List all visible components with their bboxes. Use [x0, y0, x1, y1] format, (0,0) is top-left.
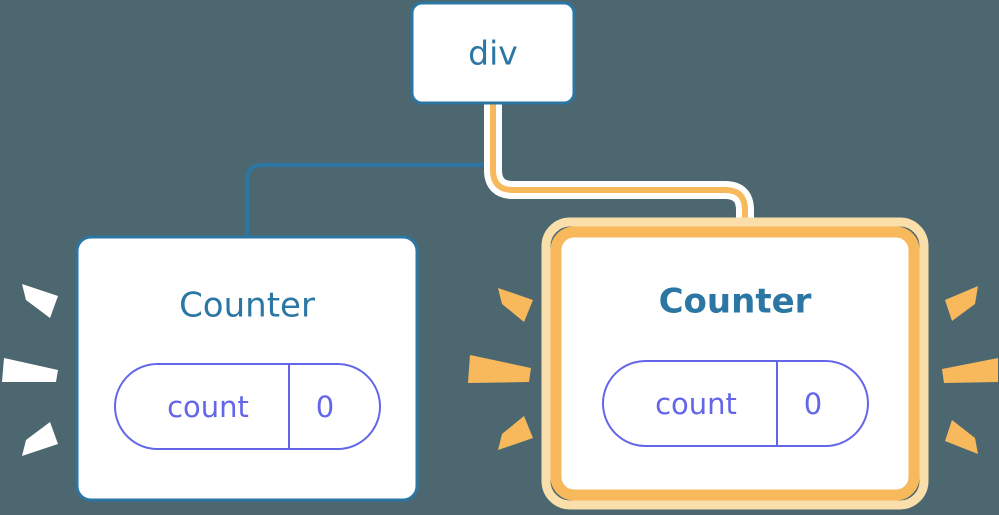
state-pill-counter-right-outline [602, 360, 869, 447]
node-counter-left[interactable]: Counter count 0 [75, 235, 419, 502]
ray-icon-lower-left [22, 422, 58, 456]
node-counter-left-label: Counter [179, 286, 315, 326]
ray-icon-upper-middle [498, 288, 533, 322]
node-div[interactable]: div [410, 1, 576, 105]
ray-icon-middle-middle [468, 355, 531, 383]
edge-div-to-counter-right [490, 100, 748, 245]
state-name-counter-right: count [655, 387, 737, 421]
state-value-counter-left: 0 [316, 390, 334, 424]
ray-icon-upper-left [22, 284, 58, 318]
state-value-counter-right: 0 [804, 387, 822, 421]
state-pill-counter-left[interactable]: count 0 [114, 363, 381, 450]
node-counter-right-glow [541, 217, 929, 510]
ray-icon-lower-middle [498, 416, 533, 450]
edge-div-to-counter-left [245, 100, 495, 240]
node-div-box [410, 1, 576, 105]
ray-icon-middle-right [942, 358, 998, 383]
state-name-counter-left: count [167, 390, 249, 424]
ray-icon-middle-left [2, 358, 58, 382]
rays-counter-right-left-side [468, 288, 533, 450]
node-counter-right[interactable]: Counter count 0 [541, 217, 929, 510]
state-pill-counter-left-outline [114, 363, 381, 450]
ray-icon-upper-right [945, 286, 978, 321]
rays-counter-right-right-side [942, 286, 998, 454]
ray-icon-lower-right [945, 420, 978, 454]
rays-counter-left [2, 284, 58, 456]
node-div-label: div [468, 34, 518, 73]
node-counter-right-label: Counter [659, 282, 812, 322]
state-pill-counter-right[interactable]: count 0 [602, 360, 869, 447]
